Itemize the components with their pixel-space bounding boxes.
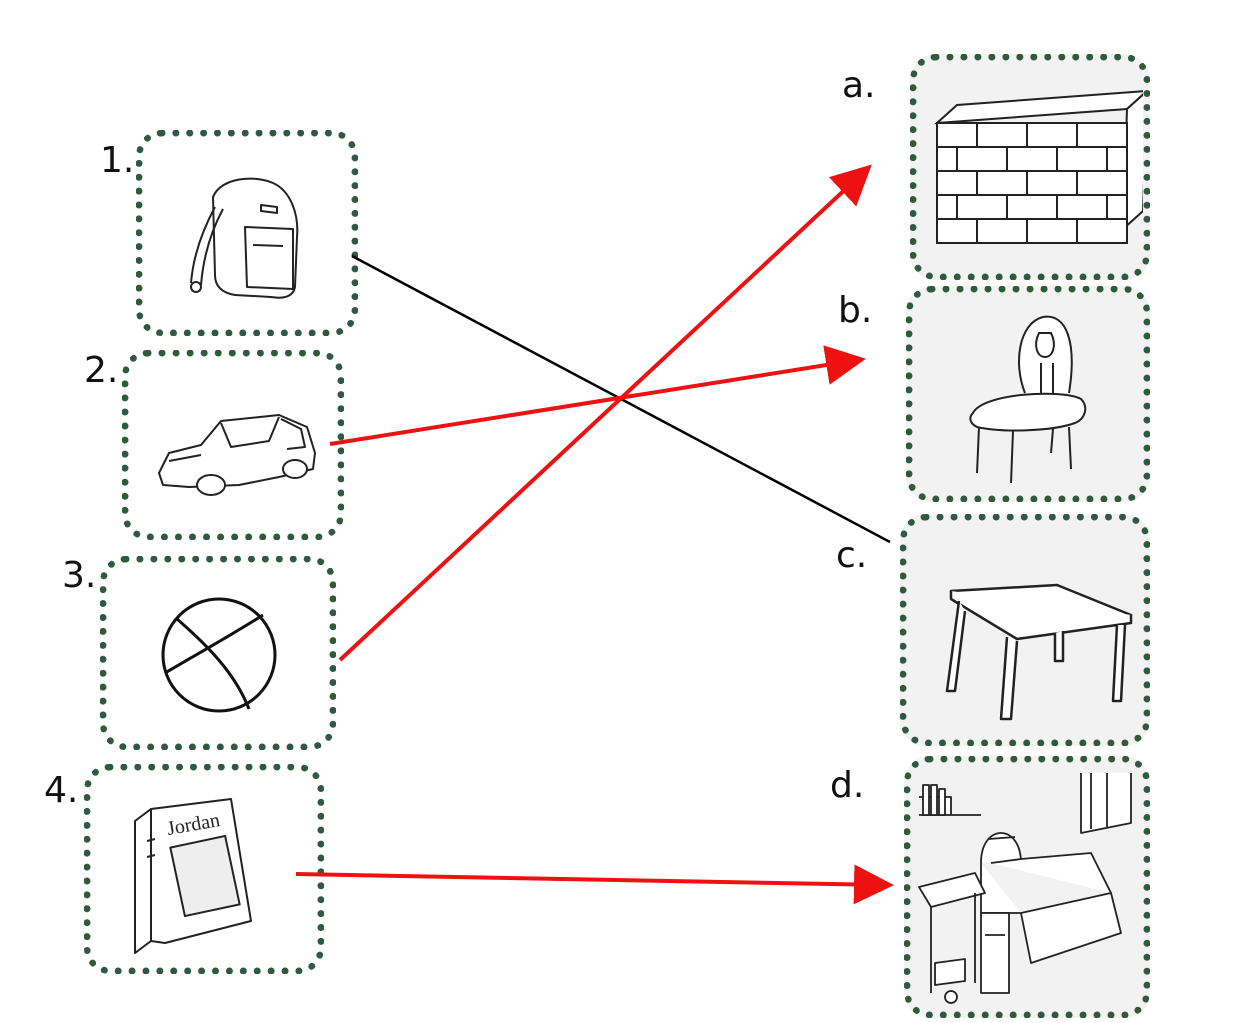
arrow-3-to-a — [338, 164, 872, 662]
card-2[interactable] — [122, 350, 344, 540]
label-b: b. — [838, 290, 873, 331]
label-4: 4. — [44, 770, 79, 811]
card-c[interactable] — [900, 514, 1150, 746]
card-3[interactable] — [100, 556, 336, 750]
label-a: a. — [842, 65, 876, 106]
label-1: 1. — [100, 140, 135, 181]
label-3: 3. — [62, 555, 97, 596]
arrow-2-to-b — [329, 345, 866, 446]
arrow-4-to-d — [295, 864, 894, 905]
card-a[interactable] — [910, 54, 1150, 280]
brick-wall-icon — [934, 90, 1143, 244]
card-d[interactable] — [904, 756, 1150, 1018]
line-1-to-c — [351, 254, 891, 544]
chair-icon — [969, 315, 1087, 484]
card-1[interactable] — [136, 130, 358, 336]
label-d: d. — [830, 765, 865, 806]
backpack-icon — [190, 177, 299, 299]
label-2: 2. — [84, 350, 119, 391]
table-icon — [945, 583, 1133, 721]
ball-icon — [161, 597, 277, 713]
book-icon: Jordan — [134, 798, 252, 954]
card-b[interactable] — [906, 286, 1150, 502]
card-4[interactable]: Jordan — [84, 764, 324, 974]
label-c: c. — [836, 535, 868, 576]
car-icon — [158, 414, 316, 496]
bedroom-icon — [918, 773, 1132, 1004]
